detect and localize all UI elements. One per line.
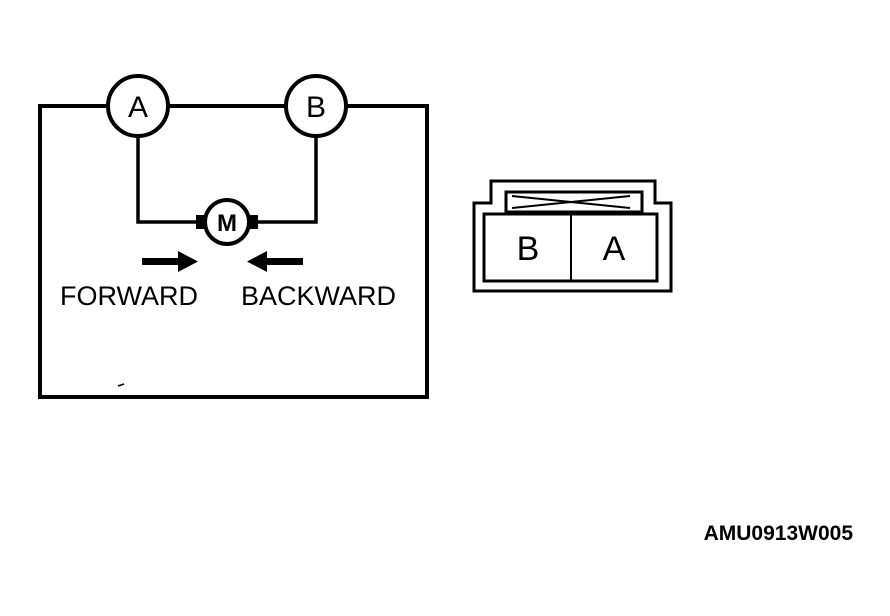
forward-label: FORWARD <box>60 281 198 311</box>
circuit-section: A B M FORWARD BACKWARD <box>38 74 429 399</box>
wire-a-to-motor <box>136 136 200 224</box>
terminal-a: A <box>106 74 170 138</box>
stray-mark <box>117 383 125 387</box>
forward-arrow-icon <box>142 251 198 272</box>
connector-section: B A <box>472 179 673 293</box>
connector-pin-b-label: B <box>517 230 540 268</box>
frame-outline <box>38 104 429 399</box>
figure-code: AMU0913W005 <box>704 522 854 545</box>
latch-cross-mark <box>511 195 631 209</box>
wire-b-to-motor <box>254 136 318 224</box>
backward-arrow-icon <box>247 251 303 272</box>
motor-label: M <box>217 210 237 237</box>
motor-symbol: M <box>196 198 258 246</box>
connector-pin-a-label: A <box>603 230 626 268</box>
terminal-b-label: B <box>306 91 326 124</box>
backward-label: BACKWARD <box>241 281 396 311</box>
terminal-a-label: A <box>128 91 148 124</box>
terminal-b: B <box>284 74 348 138</box>
